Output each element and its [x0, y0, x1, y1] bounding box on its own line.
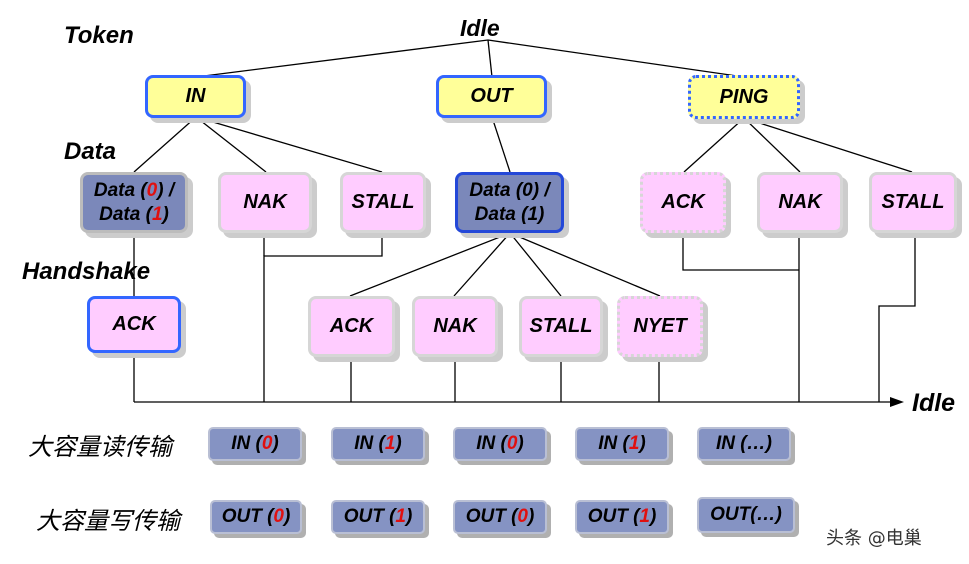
level-label-token: Token	[64, 22, 134, 49]
bulk-read-item: IN (0)	[208, 427, 302, 461]
out-nak-box: NAK	[412, 296, 498, 357]
ping-nak-box: NAK	[757, 172, 843, 233]
bulk-read-item: IN (1)	[575, 427, 669, 461]
bulk-write-item: OUT (0)	[210, 500, 302, 534]
in-nak-box: NAK	[218, 172, 312, 233]
out-data-toggle-box: Data (0) / Data (1)	[455, 172, 564, 233]
token-in: IN	[145, 75, 246, 118]
in-stall-box: STALL	[340, 172, 426, 233]
bulk-write-item: OUT (0)	[453, 500, 547, 534]
bulk-read-label: 大容量读传输	[28, 433, 172, 461]
watermark-text: 头条 @电巢	[826, 528, 922, 549]
in-ack-box: ACK	[87, 296, 181, 353]
token-out: OUT	[436, 75, 547, 118]
bulk-read-item: IN (1)	[331, 427, 425, 461]
idle-right-label: Idle	[912, 389, 956, 417]
out-ack-box: ACK	[308, 296, 395, 357]
bulk-read-item: IN (…)	[697, 427, 791, 461]
level-label-data: Data	[64, 138, 117, 165]
bulk-write-item: OUT (1)	[331, 500, 425, 534]
idle-top-label: Idle	[460, 15, 500, 41]
bulk-write-label: 大容量写传输	[36, 507, 180, 535]
out-nyet-box: NYET	[617, 296, 703, 357]
bulk-write-item: OUT(…)	[697, 497, 795, 533]
level-label-handshake: Handshake	[22, 258, 151, 285]
ping-stall-box: STALL	[869, 172, 957, 233]
bulk-read-item: IN (0)	[453, 427, 547, 461]
in-data-toggle-box: Data (0) / Data (1)	[80, 172, 188, 233]
ping-ack-box: ACK	[640, 172, 726, 233]
token-ping: PING	[688, 75, 800, 119]
out-stall-box: STALL	[519, 296, 603, 357]
bulk-write-item: OUT (1)	[575, 500, 669, 534]
